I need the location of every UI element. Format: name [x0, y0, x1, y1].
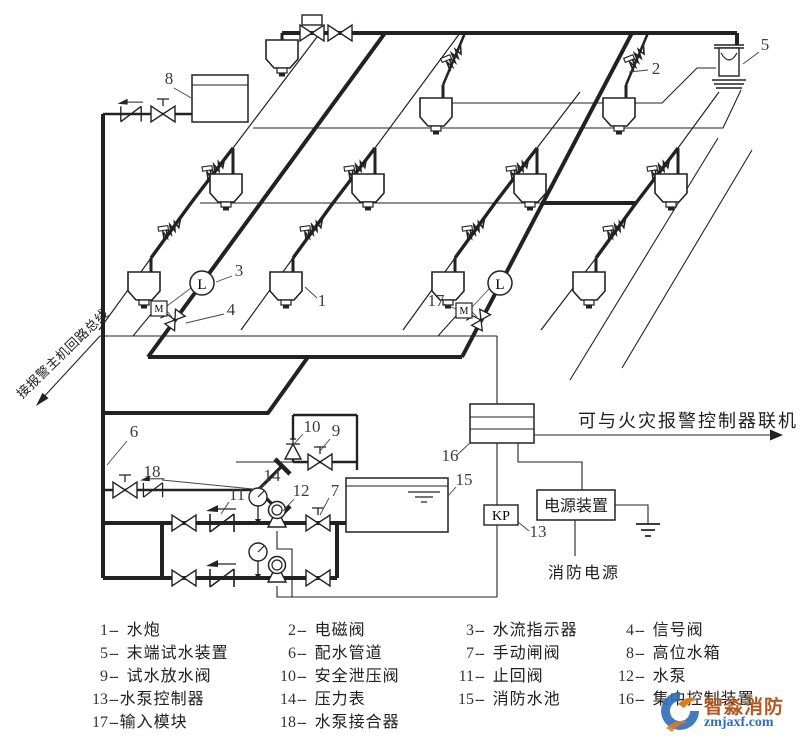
- module-letter: M: [155, 304, 164, 315]
- callout-1: 1: [318, 291, 327, 310]
- solenoid-valve-icons: [152, 39, 674, 245]
- callout-6: 6: [130, 422, 139, 441]
- legend-item: 12--水泵: [618, 668, 687, 685]
- legend-item: 2--电磁阀: [288, 622, 366, 639]
- callout-leaders: [106, 51, 760, 532]
- callout-18: 18: [144, 462, 161, 481]
- legend-item: 9--试水放水阀: [100, 668, 212, 685]
- flow-indicator-letter: L: [495, 277, 504, 293]
- pump-train-2: [171, 542, 331, 588]
- signal-wires: [36, 312, 783, 598]
- callout-5: 5: [761, 35, 770, 54]
- flow-indicator-2: L: [487, 270, 513, 296]
- callout-10: 10: [304, 417, 321, 436]
- legend-item: 11--止回阀: [458, 668, 544, 685]
- power-device-box: 电源装置: [536, 489, 616, 521]
- legend-item: 1--水炮: [100, 622, 161, 639]
- link-arrowhead: [770, 429, 783, 441]
- flow-indicator-1: L: [189, 270, 215, 296]
- legend-item: 18--水泵接合器: [280, 714, 400, 731]
- callout-16: 16: [442, 446, 459, 465]
- module-letter: M: [460, 306, 469, 317]
- pump-train-1: [171, 487, 331, 533]
- relief-valve-icon: [283, 438, 303, 460]
- callout-11: 11: [229, 485, 245, 504]
- callout-9: 9: [332, 421, 341, 440]
- central-control-box: [469, 403, 535, 444]
- fire-alarm-link-text: 可与火灾报警控制器联机: [578, 411, 798, 431]
- callout-3: 3: [235, 261, 244, 280]
- roof-main-valves: [299, 14, 353, 42]
- alarm-bus-arrowhead: [36, 392, 49, 406]
- main-pipes: [101, 31, 739, 580]
- callout-13: 13: [530, 522, 547, 541]
- callout-8: 8: [165, 69, 174, 88]
- callout-14: 14: [264, 466, 282, 485]
- fire-pool-tank: [345, 477, 449, 533]
- legend-item: 8--高位水箱: [626, 645, 721, 662]
- watermark-brand-text: 智淼消防: [704, 697, 785, 718]
- fire-power-text: 消防电源: [548, 564, 620, 582]
- watermark-logo-icon: [661, 692, 699, 732]
- callout-4: 4: [227, 300, 236, 319]
- ground-icon: [636, 523, 660, 537]
- callout-7: 7: [331, 481, 340, 500]
- end-test-device: [712, 44, 746, 89]
- legend-item: 17--输入模块: [92, 714, 188, 731]
- legend-item: 10--安全泄压阀: [280, 668, 400, 685]
- input-module-1: M: [150, 287, 192, 318]
- legend-item: 14--压力表: [280, 691, 366, 708]
- callout-12: 12: [293, 481, 310, 500]
- flow-indicator-letter: L: [197, 277, 206, 293]
- kp-label: KP: [492, 509, 510, 524]
- legend-item: 6--配水管道: [288, 645, 383, 662]
- legend-item: 7--手动闸阀: [466, 645, 561, 662]
- legend-item: 3--水流指示器: [466, 622, 578, 639]
- callout-numbers: 1 2 3 4 5 6 7 8 9 10 11 12 13 14 15 16 1…: [130, 35, 770, 541]
- high-level-tank: [191, 74, 249, 123]
- alarm-bus-text: 接报警主机回路总线: [14, 306, 112, 401]
- power-device-label: 电源装置: [544, 497, 608, 515]
- legend-item: 13--水泵控制器: [92, 691, 205, 708]
- legend-item: 5--末端试水装置: [100, 645, 229, 662]
- pump-controller-box: KP: [483, 504, 519, 526]
- high-tank-valves: [116, 98, 176, 123]
- callout-17: 17: [428, 291, 446, 310]
- watermark: 智淼消防 zmjaxf.com: [658, 688, 794, 744]
- water-level-icon: [408, 491, 440, 503]
- legend-item: 15--消防水池: [458, 691, 561, 708]
- input-module-2: M: [455, 288, 490, 319]
- callout-15: 15: [456, 470, 473, 489]
- callout-2: 2: [652, 59, 661, 78]
- legend-item: 4--信号阀: [626, 622, 704, 639]
- watermark-url-text: zmjaxf.com: [704, 715, 774, 730]
